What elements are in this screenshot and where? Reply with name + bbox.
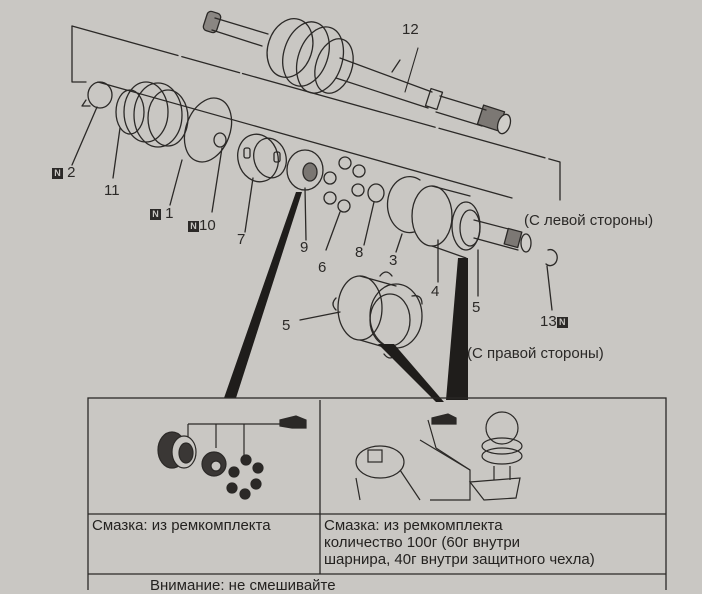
pointer-wedge-mid: [378, 344, 444, 402]
part-4-housing: [411, 185, 532, 297]
lube-right-line-1: Смазка: из ремкомплекта: [324, 517, 503, 534]
part-1-band: [169, 97, 233, 206]
assembly-bracket-line: [71, 25, 87, 83]
left-cell-illustration: [157, 415, 307, 500]
callout-7: 7: [237, 231, 246, 248]
callout-3: 3: [389, 252, 398, 269]
lube-table-frame: [87, 397, 667, 590]
new-part-badge: N: [188, 221, 199, 232]
part-10-snap-ring: [211, 132, 227, 213]
part-5-flange-right: [299, 271, 423, 359]
lube-left-cell: Смазка: из ремкомплекта: [92, 517, 271, 534]
part-2-clamp: [71, 81, 113, 166]
part-8-ring: [363, 183, 385, 246]
new-part-badge: N: [556, 317, 568, 328]
new-part-badge: N: [150, 209, 161, 220]
right-cell-illustration: [355, 411, 523, 501]
callout-number: 1: [165, 205, 174, 222]
part-6-balls: [323, 156, 366, 251]
grease-gun-icon: [279, 415, 307, 429]
lube-footer-warning: Внимание: не смешивайте: [150, 577, 336, 594]
pointer-wedge-left: [224, 192, 302, 398]
part-13-snap-ring: [545, 248, 558, 311]
pointer-wedge-right: [446, 258, 468, 400]
assembly-bracket-line: [71, 25, 561, 201]
lube-right-line-2: количество 100г (60г внутри: [324, 534, 521, 551]
callout-12: 12: [402, 21, 419, 38]
lube-right-line-3: шарнира, 40г внутри защитного чехла): [324, 551, 595, 568]
callout-8: 8: [355, 244, 364, 261]
new-part-badge: N: [52, 168, 63, 179]
callout-number: 13: [540, 313, 557, 330]
callout-4: 4: [431, 283, 440, 300]
note-right-side: (С правой стороны): [467, 345, 604, 362]
callout-6: 6: [318, 259, 327, 276]
note-left-side: (С левой стороны): [524, 212, 654, 229]
part-7-cage: [237, 133, 287, 233]
callout-11: 11: [104, 182, 120, 199]
callout-number: 10: [199, 217, 216, 234]
callout-1: N 1: [150, 206, 174, 221]
callout-5-left: 5: [472, 299, 481, 316]
callout-number: 2: [67, 164, 76, 181]
callout-5-right: 5: [282, 317, 291, 334]
callout-2: N 2: [52, 165, 76, 180]
part-9-inner-race: [286, 149, 324, 241]
part-12-drive-shaft: [202, 10, 512, 135]
part-11-boot: [112, 81, 189, 179]
grease-gun-icon: [431, 413, 457, 425]
callout-9: 9: [300, 239, 309, 256]
part-3-circlip: [386, 175, 421, 253]
